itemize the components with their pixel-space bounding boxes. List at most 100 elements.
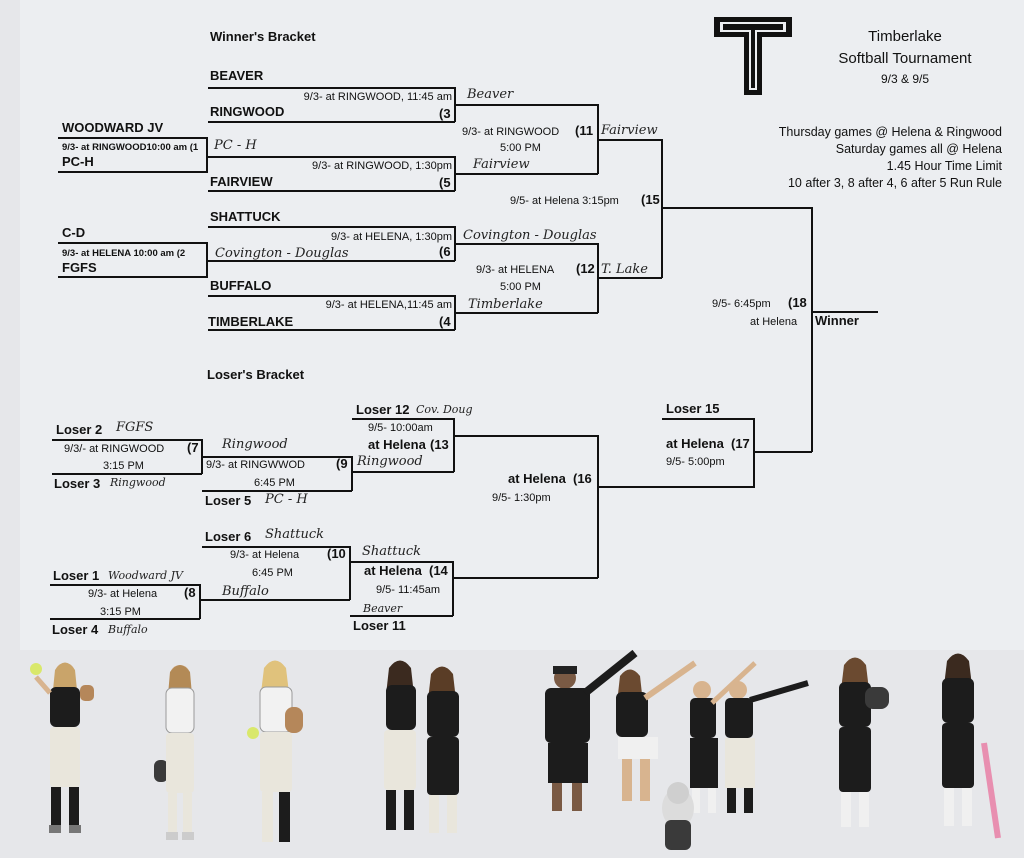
- player-photo: [30, 662, 94, 833]
- game-6-number: (6: [439, 244, 451, 259]
- winner-game-1: PC - H: [214, 138, 257, 153]
- game-12-info: 9/3- at HELENA: [476, 264, 555, 276]
- game-3-number: (3: [439, 106, 451, 121]
- winner-game-6: Covington - Douglas: [463, 228, 597, 243]
- game-8-number: (8: [184, 585, 196, 600]
- loser-3: Loser 3: [54, 476, 101, 491]
- game-15-number: (15: [641, 192, 660, 207]
- loser-2-team: FGFS: [116, 420, 154, 435]
- loser-11-team: Beaver: [363, 602, 403, 615]
- winner-game-9: Ringwood: [357, 454, 423, 469]
- game-18-location: at Helena: [750, 316, 798, 328]
- game-7-time: 3:15 PM: [103, 460, 144, 472]
- loser-4-team: Buffalo: [108, 623, 148, 636]
- winner-game-12: T. Lake: [601, 262, 648, 277]
- game-13-number: (13: [430, 437, 449, 452]
- winner-game-7: Ringwood: [222, 437, 288, 452]
- loser-2: Loser 2: [56, 422, 103, 437]
- loser-6-team: Shattuck: [265, 527, 325, 542]
- team-beaver: BEAVER: [210, 68, 264, 83]
- game-2-info: 9/3- at HELENA 10:00 am (2: [62, 248, 186, 259]
- game-16-location: at Helena: [508, 471, 566, 486]
- team-pc-h: PC-H: [62, 154, 94, 169]
- info-line: Saturday games all @ Helena: [835, 142, 1002, 156]
- team-shattuck: SHATTUCK: [210, 209, 281, 224]
- game-16-time: 9/5- 1:30pm: [492, 492, 551, 504]
- game-10-info: 9/3- at Helena: [230, 549, 300, 561]
- game-18-info: 9/5- 6:45pm: [712, 298, 771, 310]
- game-11-time: 5:00 PM: [500, 142, 541, 154]
- game-13-info: 9/5- 10:00am: [368, 422, 433, 434]
- losers-bracket-heading: Loser's Bracket: [207, 367, 305, 382]
- game-10-number: (10: [327, 546, 346, 561]
- game-5-number: (5: [439, 175, 451, 190]
- champion-label: Winner: [815, 313, 859, 328]
- winner-game-3: Beaver: [467, 87, 514, 102]
- team-woodward-jv: WOODWARD JV: [62, 120, 164, 135]
- info-line: 10 after 3, 8 after 4, 6 after 5 Run Rul…: [787, 176, 1002, 190]
- game-15-info: 9/5- at Helena 3:15pm: [510, 195, 619, 207]
- loser-4: Loser 4: [52, 622, 99, 637]
- game-9-number: (9: [336, 456, 348, 471]
- game-8-info: 9/3- at Helena: [88, 588, 158, 600]
- tournament-dates: 9/3 & 9/5: [880, 72, 930, 86]
- game-6-info: 9/3- at HELENA, 1:30pm: [330, 231, 452, 243]
- loser-15: Loser 15: [666, 401, 720, 416]
- game-12-time: 5:00 PM: [500, 281, 541, 293]
- game-3-info: 9/3- at RINGWOOD, 11:45 am: [303, 91, 452, 103]
- winners-bracket-heading: Winner's Bracket: [210, 29, 316, 44]
- game-11-number: (11: [575, 123, 594, 138]
- team-timberlake: TIMBERLAKE: [208, 314, 294, 329]
- winner-game-8: Buffalo: [222, 584, 269, 599]
- double-t-logo-icon: [714, 17, 792, 95]
- team-c-d: C-D: [62, 225, 86, 240]
- game-5-info: 9/3- at RINGWOOD, 1:30pm: [312, 160, 452, 172]
- winner-game-11: Fairview: [601, 123, 658, 138]
- loser-12: Loser 12: [356, 402, 410, 417]
- loser-3-team: Ringwood: [110, 476, 166, 489]
- winner-game-4: Timberlake: [468, 297, 543, 312]
- winner-game-10: Shattuck: [362, 544, 422, 559]
- player-photo: [247, 660, 303, 842]
- game-14-location: at Helena: [364, 563, 422, 578]
- game-12-number: (12: [576, 261, 595, 276]
- loser-1-team: Woodward JV: [108, 569, 183, 582]
- loser-5-team: PC - H: [265, 492, 308, 507]
- loser-6: Loser 6: [205, 529, 252, 544]
- game-8-time: 3:15 PM: [100, 606, 141, 618]
- team-dab-photo: [545, 649, 809, 850]
- player-photo: [942, 653, 1001, 839]
- winner-game-5: Fairview: [473, 157, 530, 172]
- loser-5: Loser 5: [205, 493, 252, 508]
- game-7-info: 9/3/- at RINGWOOD: [64, 443, 165, 455]
- info-line: 1.45 Hour Time Limit: [886, 159, 1002, 173]
- loser-1: Loser 1: [53, 568, 100, 583]
- game-9-time: 6:45 PM: [254, 477, 295, 489]
- game-14-number: (14: [429, 563, 448, 578]
- game-13-location: at Helena: [368, 437, 426, 452]
- game-4-info: 9/3- at HELENA,11:45 am: [325, 299, 452, 311]
- team-buffalo: BUFFALO: [210, 278, 272, 293]
- loser-12-team: Cov. Doug: [416, 403, 473, 416]
- game-4-number: (4: [439, 314, 451, 329]
- game-14-time: 9/5- 11:45am: [376, 584, 441, 596]
- game-1-info: 9/3- at RINGWOOD10:00 am (1: [62, 142, 199, 153]
- player-photo: [154, 665, 195, 840]
- game-17-location: at Helena: [666, 436, 724, 451]
- loser-11: Loser 11: [353, 618, 406, 633]
- tournament-title-line1: Timberlake: [868, 28, 942, 45]
- game-17-time: 9/5- 5:00pm: [666, 456, 725, 468]
- game-9-info: 9/3- at RINGWWOD: [206, 459, 306, 471]
- info-line: Thursday games @ Helena & Ringwood: [778, 125, 1002, 139]
- game-17-number: (17: [731, 436, 750, 451]
- team-ringwood: RINGWOOD: [210, 104, 285, 119]
- bracket-paper: [20, 0, 1024, 650]
- team-fairview: FAIRVIEW: [210, 174, 273, 189]
- game-16-number: (16: [573, 471, 592, 486]
- team-fgfs: FGFS: [62, 260, 97, 275]
- game-7-number: (7: [187, 440, 199, 455]
- player-photo: [839, 657, 889, 827]
- game-11-info: 9/3- at RINGWOOD: [462, 126, 560, 138]
- tournament-title-line2: Softball Tournament: [838, 50, 972, 67]
- winner-game-2: Covington - Douglas: [215, 246, 349, 261]
